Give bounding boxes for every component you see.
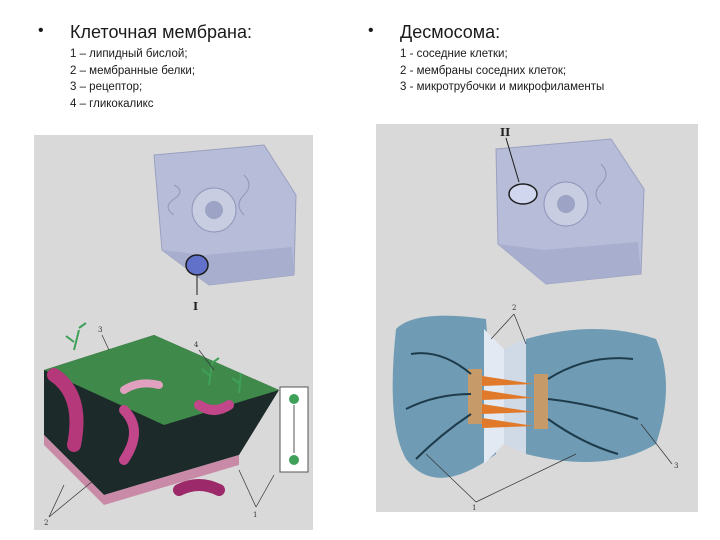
- cell-block-illustration: [495, 138, 645, 285]
- cell-membrane-legend: 1 – липидный бислой; 2 – мембранные белк…: [70, 46, 195, 112]
- callout-label: 3: [98, 326, 102, 334]
- callout-label: 1: [472, 504, 476, 512]
- legend-item: 3 - микротрубочки и микрофиламенты: [400, 81, 605, 93]
- legend-item: 2 - мембраны соседних клеток;: [400, 64, 567, 77]
- channel-inset: [279, 386, 309, 473]
- figure-marker-label: II: [500, 126, 510, 139]
- legend-item: 1 – липидный бислой;: [70, 48, 188, 60]
- desmosome-junction-illustration: [392, 315, 666, 478]
- callout-label: 2: [512, 304, 516, 312]
- cell-block-illustration: [153, 144, 297, 286]
- desmosome-illustration: II: [392, 126, 678, 512]
- desmosome-title: Десмосома:: [400, 22, 501, 42]
- bullet-marker: •: [38, 22, 44, 39]
- junction-region-marker: [508, 183, 538, 205]
- legend-item: 3 – рецептор;: [70, 81, 143, 93]
- membrane-region-marker: [185, 254, 209, 276]
- legend-item: 2 – мембранные белки;: [70, 64, 196, 77]
- callout-label: 3: [674, 462, 678, 470]
- lipid-bilayer-illustration: [44, 322, 279, 505]
- callout-label: 2: [44, 519, 48, 527]
- legend-item: 4 – гликокаликс: [70, 97, 154, 110]
- desmosome-figure: II: [376, 124, 698, 512]
- cell-membrane-title: Клеточная мембрана:: [70, 22, 252, 42]
- cell-membrane-illustration: I: [44, 144, 309, 527]
- bullet-marker: •: [368, 22, 374, 39]
- legend-item: 1 - соседние клетки;: [400, 48, 508, 60]
- desmosome-legend: 1 - соседние клетки; 2 - мембраны соседн…: [400, 46, 604, 96]
- callout-label: 1: [253, 511, 257, 519]
- callout-label: 4: [194, 341, 199, 349]
- cell-membrane-figure: I: [34, 135, 313, 530]
- figure-marker-label: I: [193, 300, 198, 313]
